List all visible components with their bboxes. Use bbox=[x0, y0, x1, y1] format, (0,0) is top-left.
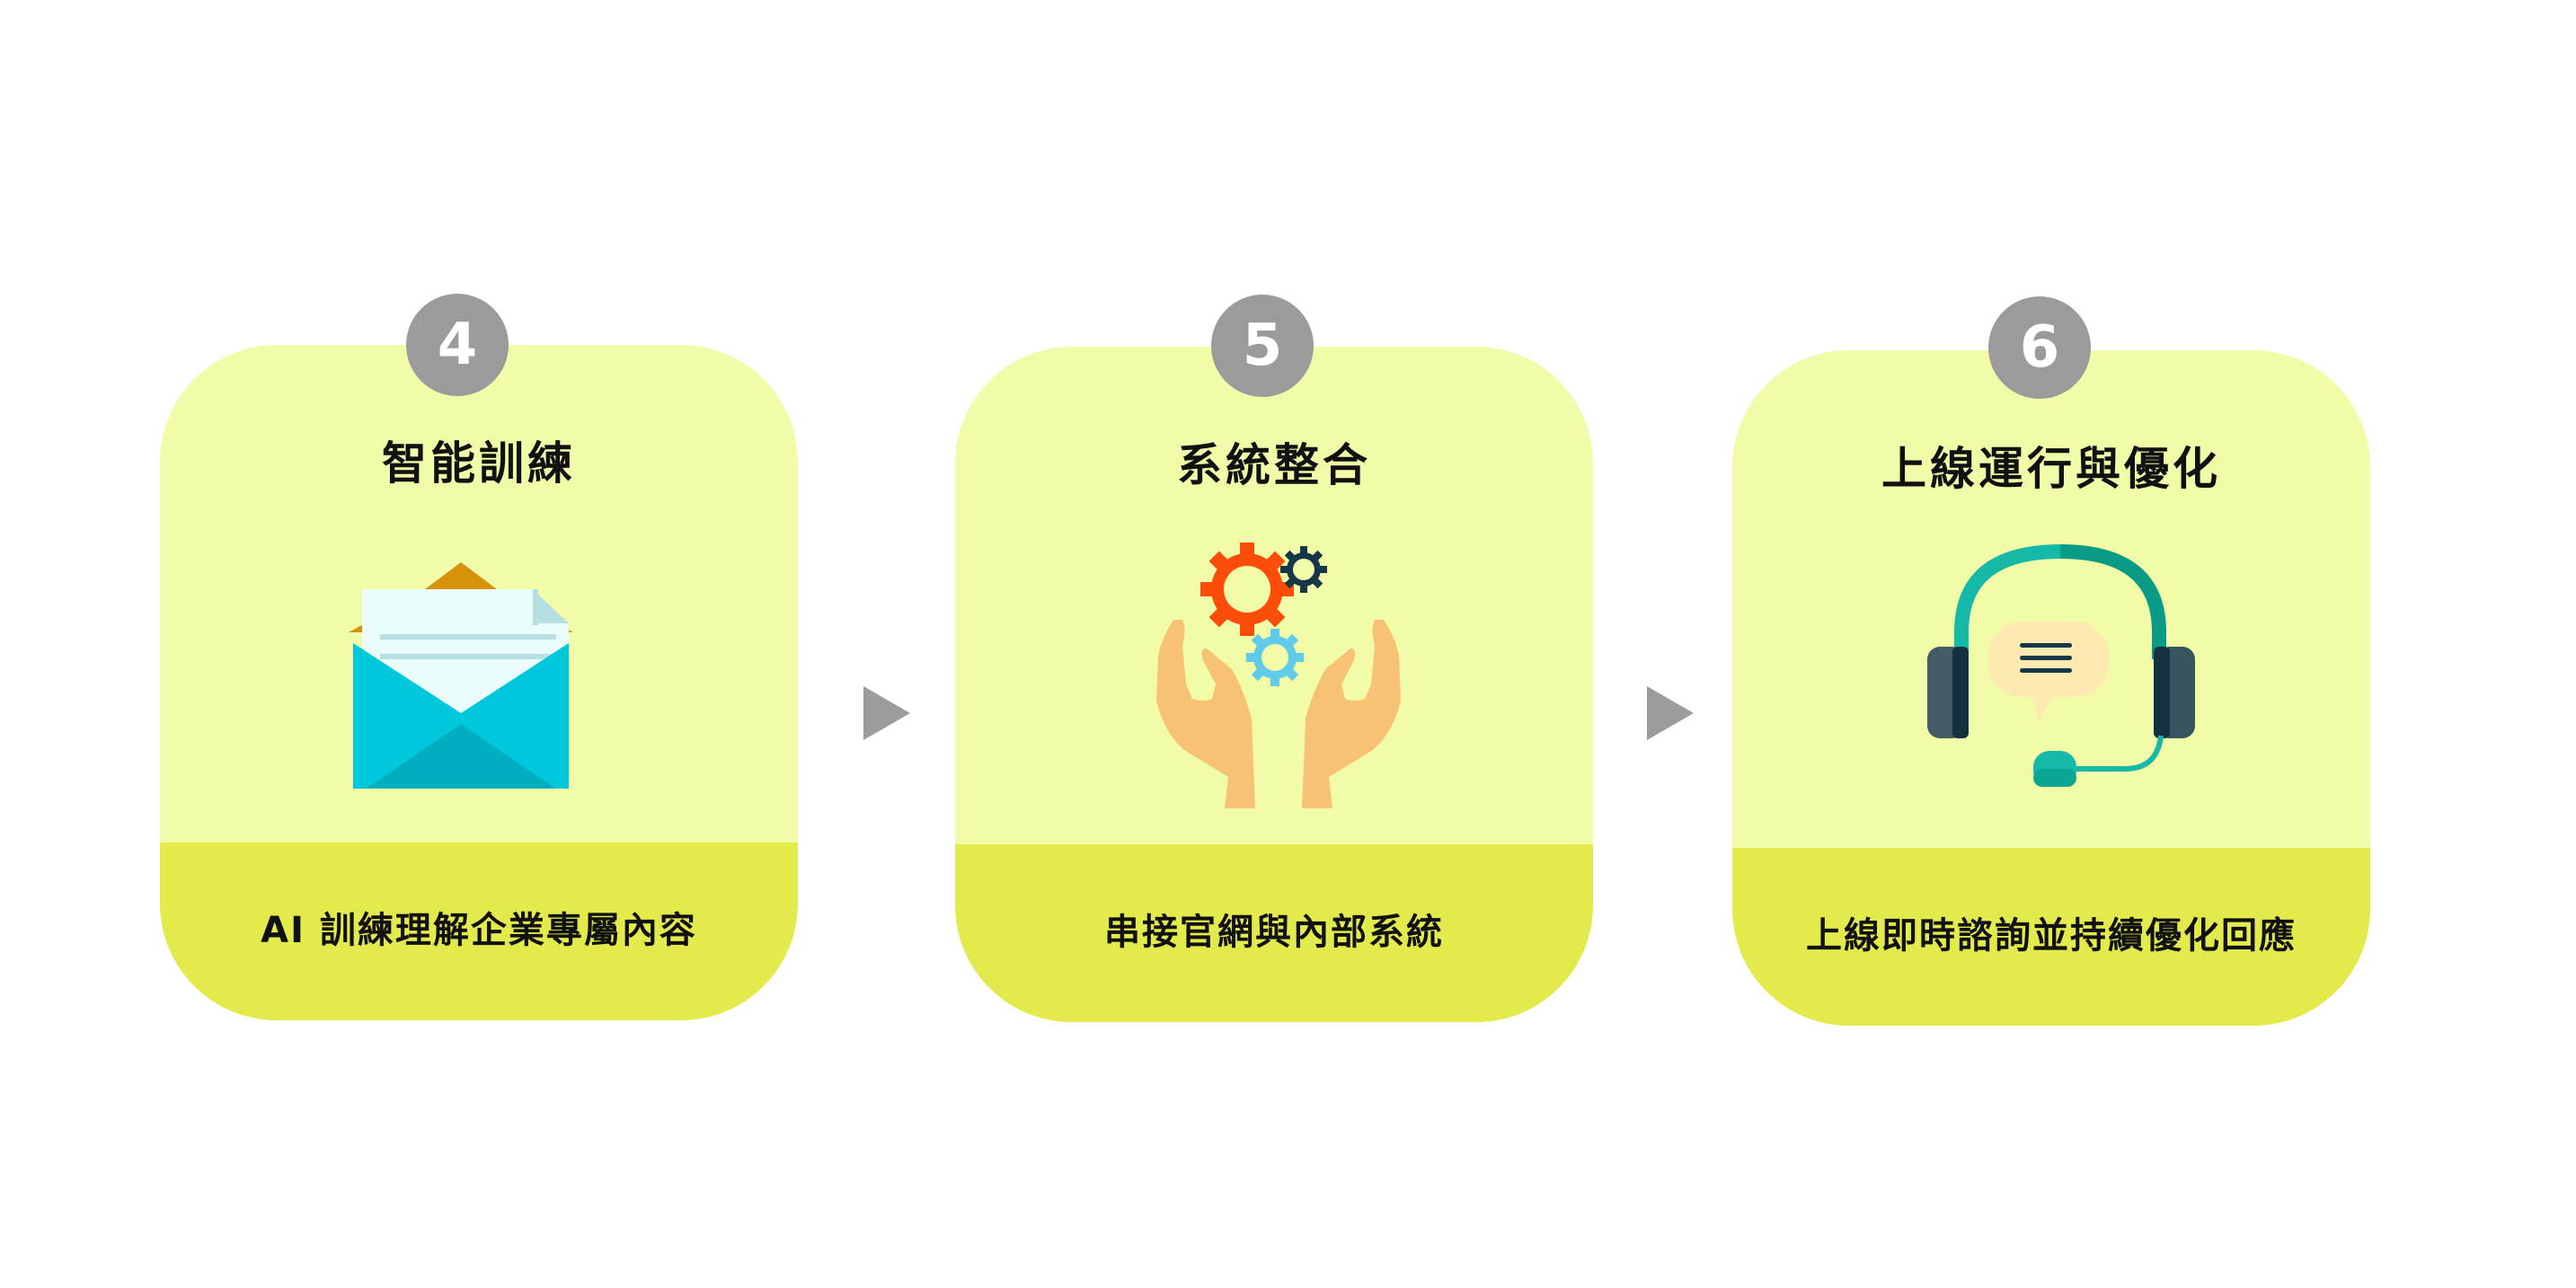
step-number-badge: 4 bbox=[406, 294, 509, 396]
step-card-4: 智能訓練 AI 訓練理解企業專屬內容 bbox=[160, 345, 798, 1020]
step-description-panel: 上線即時諮詢並持續優化回應 bbox=[1732, 848, 2370, 1026]
step-title: 上線運行與優化 bbox=[1881, 443, 2221, 495]
step-description: AI 訓練理解企業專屬內容 bbox=[261, 910, 697, 951]
step-title: 系統整合 bbox=[1177, 439, 1371, 491]
step-description: 串接官網與內部系統 bbox=[1104, 912, 1444, 953]
step-card-5: 系統整合 bbox=[955, 347, 1593, 1022]
envelope-letter-icon bbox=[349, 562, 573, 789]
arrow-right-icon bbox=[1647, 686, 1694, 740]
step-number-badge: 5 bbox=[1211, 295, 1314, 397]
step-title: 智能訓練 bbox=[382, 437, 576, 490]
step-card-6: 上線運行與優化 上線即時諮詢並持續優化回應 bbox=[1732, 350, 2370, 1026]
hands-gears-icon bbox=[1156, 543, 1401, 808]
step-description: 上線即時諮詢並持續優化回應 bbox=[1806, 915, 2297, 957]
step-description-panel: 串接官網與內部系統 bbox=[955, 844, 1593, 1022]
step-description-panel: AI 訓練理解企業專屬內容 bbox=[160, 842, 798, 1020]
headset-chat-icon bbox=[1927, 544, 2195, 787]
step-number-badge: 6 bbox=[1988, 296, 2091, 399]
arrow-right-icon bbox=[863, 686, 910, 740]
